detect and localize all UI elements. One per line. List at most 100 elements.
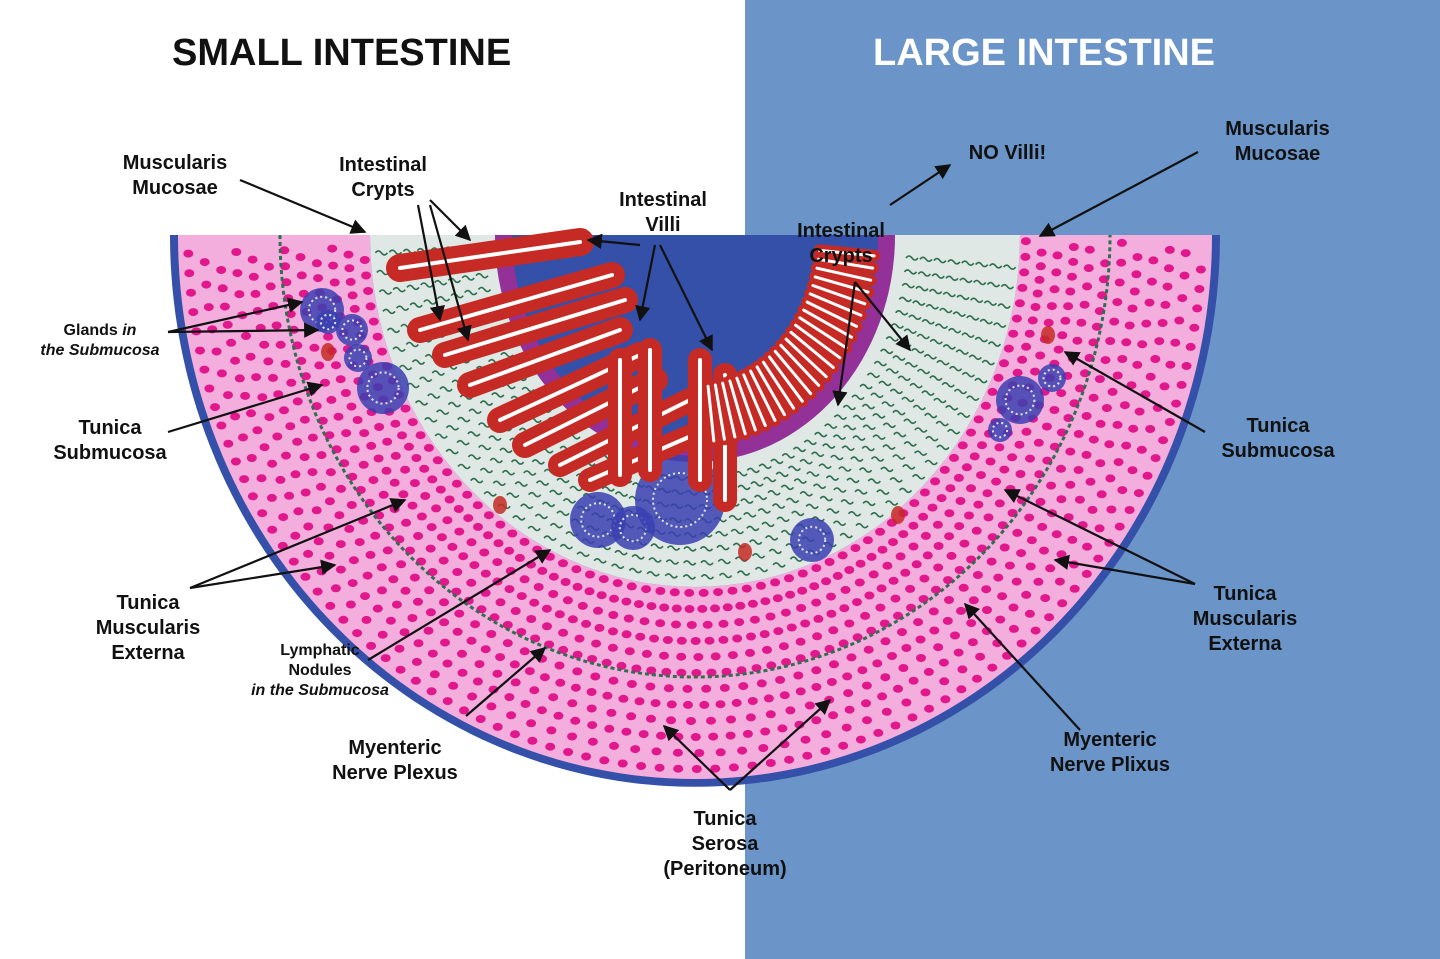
muscle-nucleus <box>407 614 418 622</box>
muscle-nucleus <box>562 596 573 605</box>
muscle-nucleus <box>335 540 346 549</box>
muscle-nucleus <box>933 563 944 572</box>
muscle-nucleus <box>316 451 327 460</box>
muscle-nucleus <box>1035 351 1046 360</box>
fiber-squiggle <box>770 458 784 465</box>
fiber-squiggle <box>780 484 795 491</box>
fiber-squiggle <box>830 454 844 461</box>
fiber-squiggle <box>876 489 890 495</box>
fiber-squiggle <box>374 250 389 256</box>
fiber-squiggle <box>931 273 945 279</box>
fiber-squiggle <box>715 530 729 537</box>
muscle-nucleus <box>708 732 719 741</box>
fiber-squiggle <box>824 423 838 429</box>
muscle-nucleus <box>684 605 695 613</box>
pointer-arrow <box>1038 151 1199 237</box>
fiber-squiggle <box>975 261 989 268</box>
muscle-nucleus <box>919 488 930 497</box>
nodule-texture <box>319 313 337 331</box>
fiber-squiggle <box>470 477 484 484</box>
pointer-arrow <box>189 559 337 590</box>
muscle-nucleus <box>558 559 568 568</box>
pointer-arrow <box>429 199 472 242</box>
muscle-nucleus <box>183 249 194 258</box>
fiber-squiggle <box>924 459 938 466</box>
muscle-nucleus <box>1020 237 1031 246</box>
muscle-nucleus <box>741 584 752 593</box>
fiber-squiggle <box>378 289 393 295</box>
fiber-squiggle <box>457 416 471 423</box>
muscle-nucleus <box>936 494 947 503</box>
fiber-squiggle <box>947 428 961 435</box>
muscle-nucleus <box>360 592 370 601</box>
muscle-nucleus <box>251 373 262 382</box>
muscle-nucleus <box>452 627 463 636</box>
muscle-nucleus <box>887 652 897 660</box>
muscle-nucleus <box>451 479 462 488</box>
muscle-nucleus <box>980 401 991 410</box>
pointer-arrow <box>659 244 713 352</box>
muscle-nucleus <box>581 752 592 761</box>
crypt-lumen <box>802 308 853 339</box>
label-line: (Peritoneum) <box>663 858 787 880</box>
muscle-nucleus <box>495 520 506 529</box>
muscle-nucleus <box>295 253 306 262</box>
pointer-arrow <box>1003 489 1196 585</box>
pointer-arrow <box>963 602 1081 731</box>
muscle-nucleus <box>895 552 906 561</box>
muscle-nucleus <box>809 582 820 591</box>
muscle-nucleus <box>727 586 738 595</box>
fiber-squiggle <box>559 543 574 550</box>
muscle-nucleus <box>361 271 372 280</box>
crypt-lumen <box>721 381 737 439</box>
muscle-nucleus <box>1054 577 1065 586</box>
label-tunica-muscularis-externa-right: Tunica Muscularis Externa <box>1175 582 1315 657</box>
muscle-nucleus <box>199 365 210 374</box>
muscle-nucleus <box>328 261 339 270</box>
muscle-nucleus <box>288 557 299 566</box>
muscle-nucleus <box>1170 338 1181 347</box>
fiber-squiggle <box>765 535 779 541</box>
fiber-squiggle <box>793 478 807 484</box>
muscle-nucleus <box>922 551 933 560</box>
muscle-nucleus <box>1181 362 1192 370</box>
muscle-nucleus <box>435 485 446 494</box>
muscle-nucleus <box>413 639 424 648</box>
muscle-nucleus <box>572 667 583 676</box>
muscle-nucleus <box>697 604 708 613</box>
muscle-nucleus <box>1145 372 1156 381</box>
fiber-squiggle <box>736 570 751 576</box>
label-line: Crypts <box>809 245 873 267</box>
muscle-nucleus <box>415 431 426 440</box>
crypt-lumen <box>816 257 875 270</box>
muscle-nucleus <box>486 630 497 638</box>
muscle-nucleus <box>307 433 318 442</box>
muscle-nucleus <box>793 671 804 680</box>
fiber-squiggle <box>945 405 959 411</box>
muscle-nucleus <box>840 585 851 594</box>
muscle-nucleus <box>1121 338 1132 347</box>
pointer-arrow <box>367 549 552 661</box>
label-line: Lymphatic <box>280 642 360 659</box>
muscle-nucleus <box>1025 454 1035 463</box>
muscle-nucleus <box>195 346 205 355</box>
muscle-nucleus <box>811 666 822 675</box>
fiber-squiggle <box>386 327 401 334</box>
muscle-nucleus <box>812 632 823 641</box>
muscle-nucleus <box>442 468 453 477</box>
muscle-nucleus <box>1067 535 1078 544</box>
fiber-squiggle <box>791 510 805 517</box>
fiber-squiggle <box>861 403 876 410</box>
label-text: Glands <box>63 322 123 339</box>
muscle-nucleus <box>683 700 693 709</box>
fiber-squiggle <box>948 327 962 334</box>
muscle-nucleus <box>745 713 756 722</box>
muscle-nucleus <box>682 684 693 693</box>
fiber-squiggle <box>461 275 475 281</box>
muscle-nucleus <box>756 679 767 688</box>
fiber-squiggle <box>534 513 549 520</box>
muscle-nucleus <box>1104 440 1115 449</box>
muscle-nucleus <box>738 682 749 691</box>
label-line: Externa <box>111 642 185 664</box>
fiber-squiggle <box>447 401 462 408</box>
